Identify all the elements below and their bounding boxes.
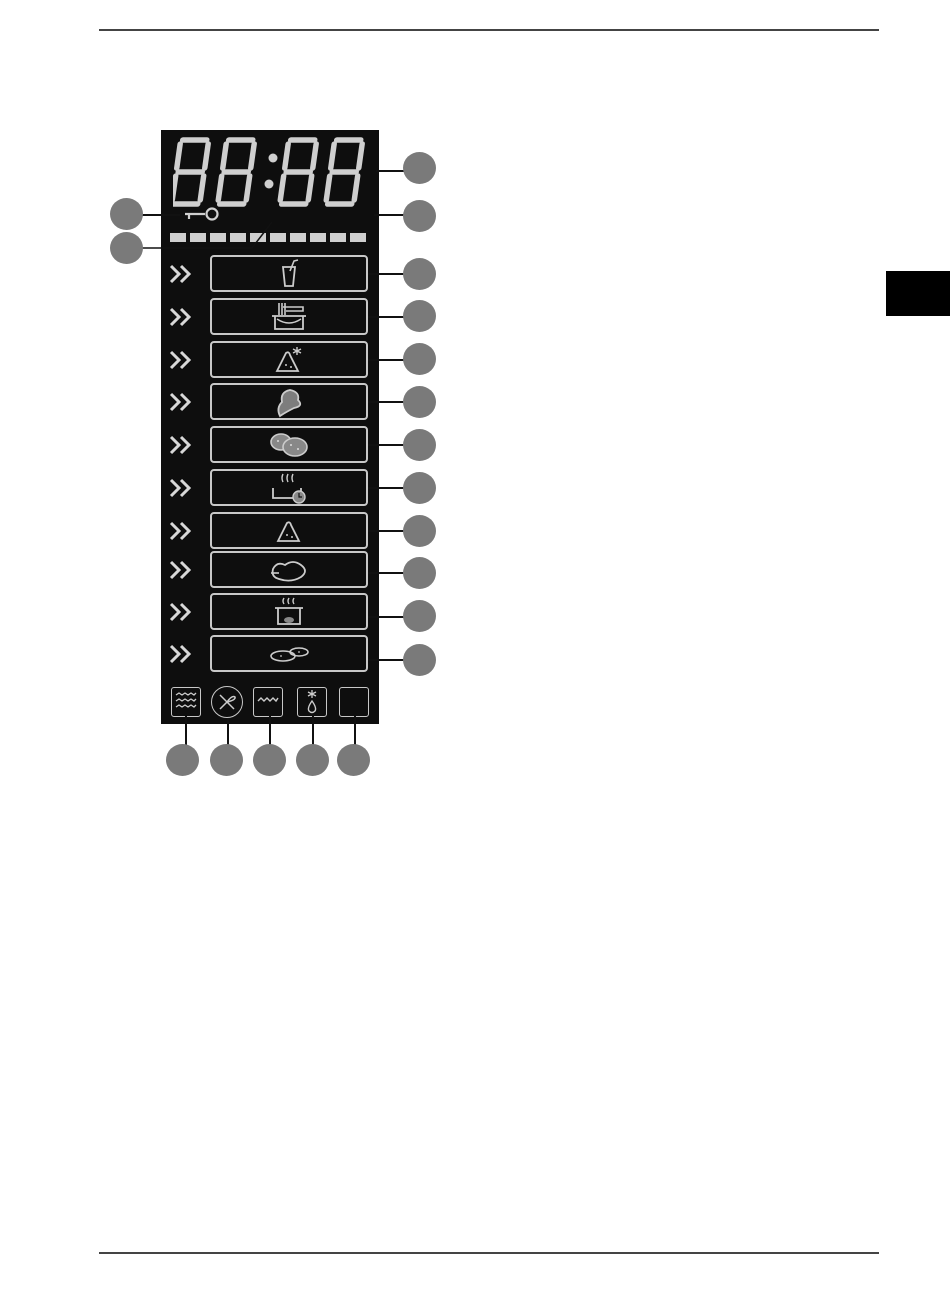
program-button-pizza[interactable] bbox=[210, 512, 368, 549]
program-button-snacks[interactable] bbox=[210, 635, 368, 672]
leader-line bbox=[368, 444, 404, 446]
frozen-pizza-slice-icon bbox=[272, 345, 306, 375]
leader-line bbox=[368, 401, 404, 403]
program-button-poultry[interactable] bbox=[210, 551, 368, 588]
program-row-snacks bbox=[161, 635, 379, 673]
steaming-dish-timer-icon bbox=[269, 472, 309, 504]
leader-line bbox=[185, 716, 187, 746]
pasta-in-pot-icon bbox=[269, 301, 309, 333]
mode-microwave-button[interactable] bbox=[171, 687, 201, 717]
power-segment bbox=[350, 233, 366, 242]
chevron-double-right-icon bbox=[169, 560, 193, 580]
leader-line bbox=[368, 530, 404, 532]
leader-line bbox=[269, 716, 271, 746]
program-row-pasta bbox=[161, 298, 379, 336]
leader-line bbox=[368, 316, 404, 318]
vegetables-icon bbox=[272, 386, 306, 418]
callout-marker bbox=[253, 744, 286, 776]
callout-marker bbox=[403, 343, 436, 375]
callout-marker bbox=[337, 744, 370, 776]
clock-display bbox=[173, 132, 368, 212]
program-row-pizza bbox=[161, 512, 379, 550]
chevron-double-right-icon bbox=[169, 307, 193, 327]
program-button-vegetables[interactable] bbox=[210, 383, 368, 420]
callout-marker bbox=[403, 386, 436, 418]
chevron-double-right-icon bbox=[169, 264, 193, 284]
pizza-slice-icon bbox=[274, 517, 304, 545]
power-segment bbox=[330, 233, 346, 242]
callout-marker bbox=[403, 200, 436, 232]
callout-marker bbox=[110, 232, 143, 264]
leader-line bbox=[227, 718, 229, 746]
chevron-double-right-icon bbox=[169, 478, 193, 498]
mode-defrost-button[interactable] bbox=[297, 687, 327, 717]
leader-line bbox=[368, 572, 404, 574]
bottom-rule bbox=[99, 1252, 879, 1254]
leader-line bbox=[312, 716, 314, 746]
program-button-pasta[interactable] bbox=[210, 298, 368, 335]
snack-plates-icon bbox=[267, 643, 311, 665]
callout-marker bbox=[403, 152, 436, 184]
chevron-double-right-icon bbox=[169, 392, 193, 412]
chapter-tab bbox=[886, 271, 950, 316]
callout-marker bbox=[403, 429, 436, 461]
power-segment bbox=[290, 233, 306, 242]
top-rule bbox=[99, 29, 879, 31]
microwave-waves-icon bbox=[174, 691, 198, 713]
leader-line bbox=[368, 616, 404, 618]
callout-marker bbox=[403, 600, 436, 632]
steaming-pot-icon bbox=[271, 596, 307, 628]
defrost-icon bbox=[302, 689, 322, 715]
mode-blank-button[interactable] bbox=[339, 687, 369, 717]
program-button-keep-warm[interactable] bbox=[210, 469, 368, 506]
program-row-potatoes bbox=[161, 426, 379, 464]
potatoes-icon bbox=[267, 430, 311, 460]
poultry-icon bbox=[267, 555, 311, 585]
callout-marker bbox=[403, 300, 436, 332]
leader-line-diagonal bbox=[140, 218, 275, 252]
program-row-drink bbox=[161, 255, 379, 293]
mode-convection-button[interactable] bbox=[211, 686, 243, 718]
callout-marker bbox=[403, 472, 436, 504]
leader-line bbox=[354, 716, 356, 746]
chevron-double-right-icon bbox=[169, 602, 193, 622]
callout-marker bbox=[296, 744, 329, 776]
leader-line bbox=[140, 214, 180, 216]
callout-marker bbox=[210, 744, 243, 776]
program-row-keep-warm bbox=[161, 469, 379, 507]
callout-marker bbox=[110, 198, 143, 230]
leader-line bbox=[374, 214, 404, 216]
chevron-double-right-icon bbox=[169, 350, 193, 370]
leader-line bbox=[368, 659, 404, 661]
program-button-potatoes[interactable] bbox=[210, 426, 368, 463]
callout-marker bbox=[403, 644, 436, 676]
grill-icon bbox=[256, 695, 280, 709]
cup-with-straw-icon bbox=[274, 259, 304, 289]
program-button-soup[interactable] bbox=[210, 593, 368, 630]
program-button-frozen-pizza[interactable] bbox=[210, 341, 368, 378]
program-row-vegetables bbox=[161, 383, 379, 421]
program-button-drink[interactable] bbox=[210, 255, 368, 292]
callout-marker bbox=[403, 557, 436, 589]
chevron-double-right-icon bbox=[169, 644, 193, 664]
chevron-double-right-icon bbox=[169, 521, 193, 541]
leader-line bbox=[376, 170, 404, 172]
leader-line bbox=[368, 273, 404, 275]
program-row-poultry bbox=[161, 551, 379, 589]
program-row-soup bbox=[161, 593, 379, 631]
callout-marker bbox=[403, 258, 436, 290]
callout-marker bbox=[166, 744, 199, 776]
mode-grill-button[interactable] bbox=[253, 687, 283, 717]
callout-marker bbox=[403, 515, 436, 547]
chevron-double-right-icon bbox=[169, 435, 193, 455]
fan-icon bbox=[216, 691, 238, 713]
program-row-frozen-pizza bbox=[161, 341, 379, 379]
leader-line bbox=[368, 359, 404, 361]
leader-line bbox=[368, 487, 404, 489]
power-segment bbox=[310, 233, 326, 242]
